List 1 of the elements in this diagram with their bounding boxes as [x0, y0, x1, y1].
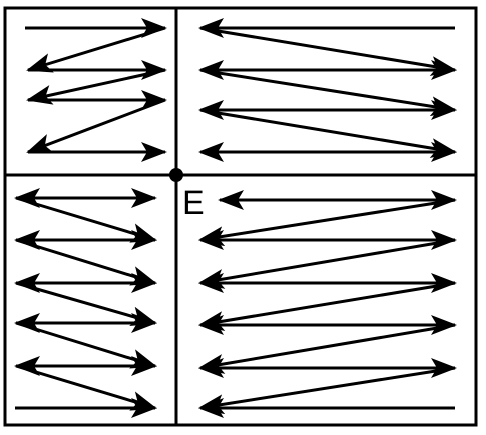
point-label: E	[182, 186, 205, 220]
